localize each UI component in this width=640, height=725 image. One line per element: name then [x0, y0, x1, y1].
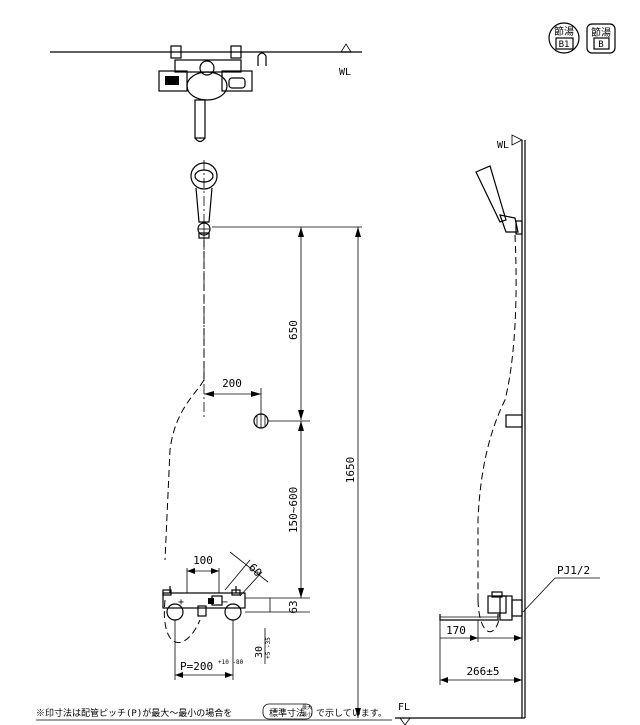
- dim-30-tol: +5 -35: [265, 637, 272, 659]
- badge-b1-top: 節湯: [554, 25, 574, 38]
- footnote: ※印寸法は配管ピッチ(P)が最大～最小の場合を 標準寸法 最大 最小 で示してい…: [36, 703, 392, 721]
- badge-b-bottom: B: [598, 40, 603, 50]
- dim-100: 100: [193, 554, 213, 567]
- plan-view: WL: [50, 43, 362, 143]
- dim-200: 200: [222, 377, 242, 390]
- note-before: ※印寸法は配管ピッチ(P)が最大～最小の場合を: [36, 707, 232, 719]
- note-after: で示しています。: [316, 708, 387, 719]
- fl-label: FL: [398, 702, 410, 713]
- badge-saving-b1: 節湯 B1: [548, 22, 580, 54]
- dim-1650: 1650: [344, 457, 357, 484]
- wl-side-label: WL: [497, 140, 509, 151]
- wl-top-label: WL: [339, 67, 351, 78]
- front-view: + − 650 150~600 1650 200 100: [162, 160, 362, 718]
- dim-pitch-tol: +10 -80: [218, 659, 244, 666]
- pj-label: PJ1/2: [557, 564, 590, 577]
- dim-pitch: P=200: [180, 660, 213, 673]
- note-small-bottom: 最小: [302, 711, 312, 718]
- dim-650: 650: [287, 320, 300, 340]
- dim-63: 63: [287, 600, 300, 613]
- side-view: WL PJ1/2 170 266±5: [395, 134, 600, 725]
- badge-b-top: 節湯: [591, 26, 611, 39]
- dim-150-600: 150~600: [287, 487, 300, 533]
- note-boxed: 標準寸法: [269, 707, 305, 719]
- dim-266: 266±5: [466, 665, 499, 678]
- svg-text:+: +: [178, 597, 184, 608]
- badge-b1-bottom: B1: [559, 40, 570, 50]
- dim-30: 30: [254, 646, 265, 658]
- svg-text:−: −: [222, 597, 228, 608]
- badge-saving-b: 節湯 B: [586, 23, 616, 54]
- note-small-top: 最大: [302, 704, 312, 711]
- dim-170: 170: [446, 624, 466, 637]
